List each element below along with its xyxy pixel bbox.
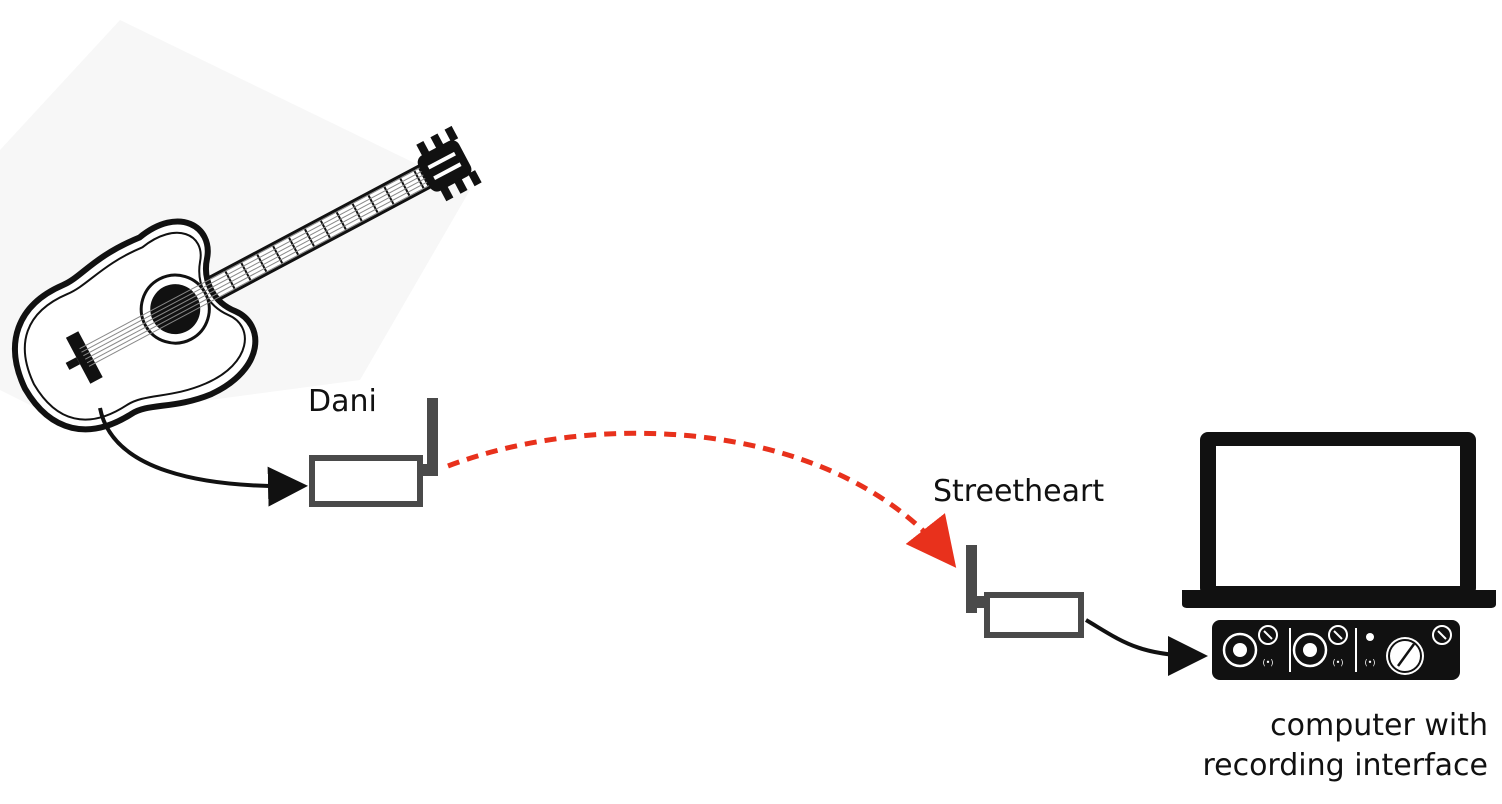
acoustic-guitar-icon — [0, 20, 482, 433]
receiver-label: Streetheart — [933, 474, 1105, 509]
laptop-icon — [1182, 432, 1496, 608]
computer-label-line1: computer with — [1270, 708, 1488, 743]
receiver-icon — [966, 545, 1084, 638]
transmitter-label: Dani — [308, 384, 377, 419]
computer-label-line2: recording interface — [1202, 748, 1488, 783]
wireless-link-arrow — [447, 430, 957, 568]
receiver-cable — [1084, 618, 1208, 676]
computer-label: computer with recording interface — [1202, 706, 1488, 786]
audio-interface-icon: (•) (•) (•) — [1212, 620, 1460, 680]
svg-text:(•): (•) — [1263, 658, 1274, 667]
svg-text:(•): (•) — [1365, 658, 1376, 667]
transmitter-icon — [309, 398, 438, 507]
guitar-cable — [98, 407, 308, 507]
svg-text:(•): (•) — [1333, 658, 1344, 667]
